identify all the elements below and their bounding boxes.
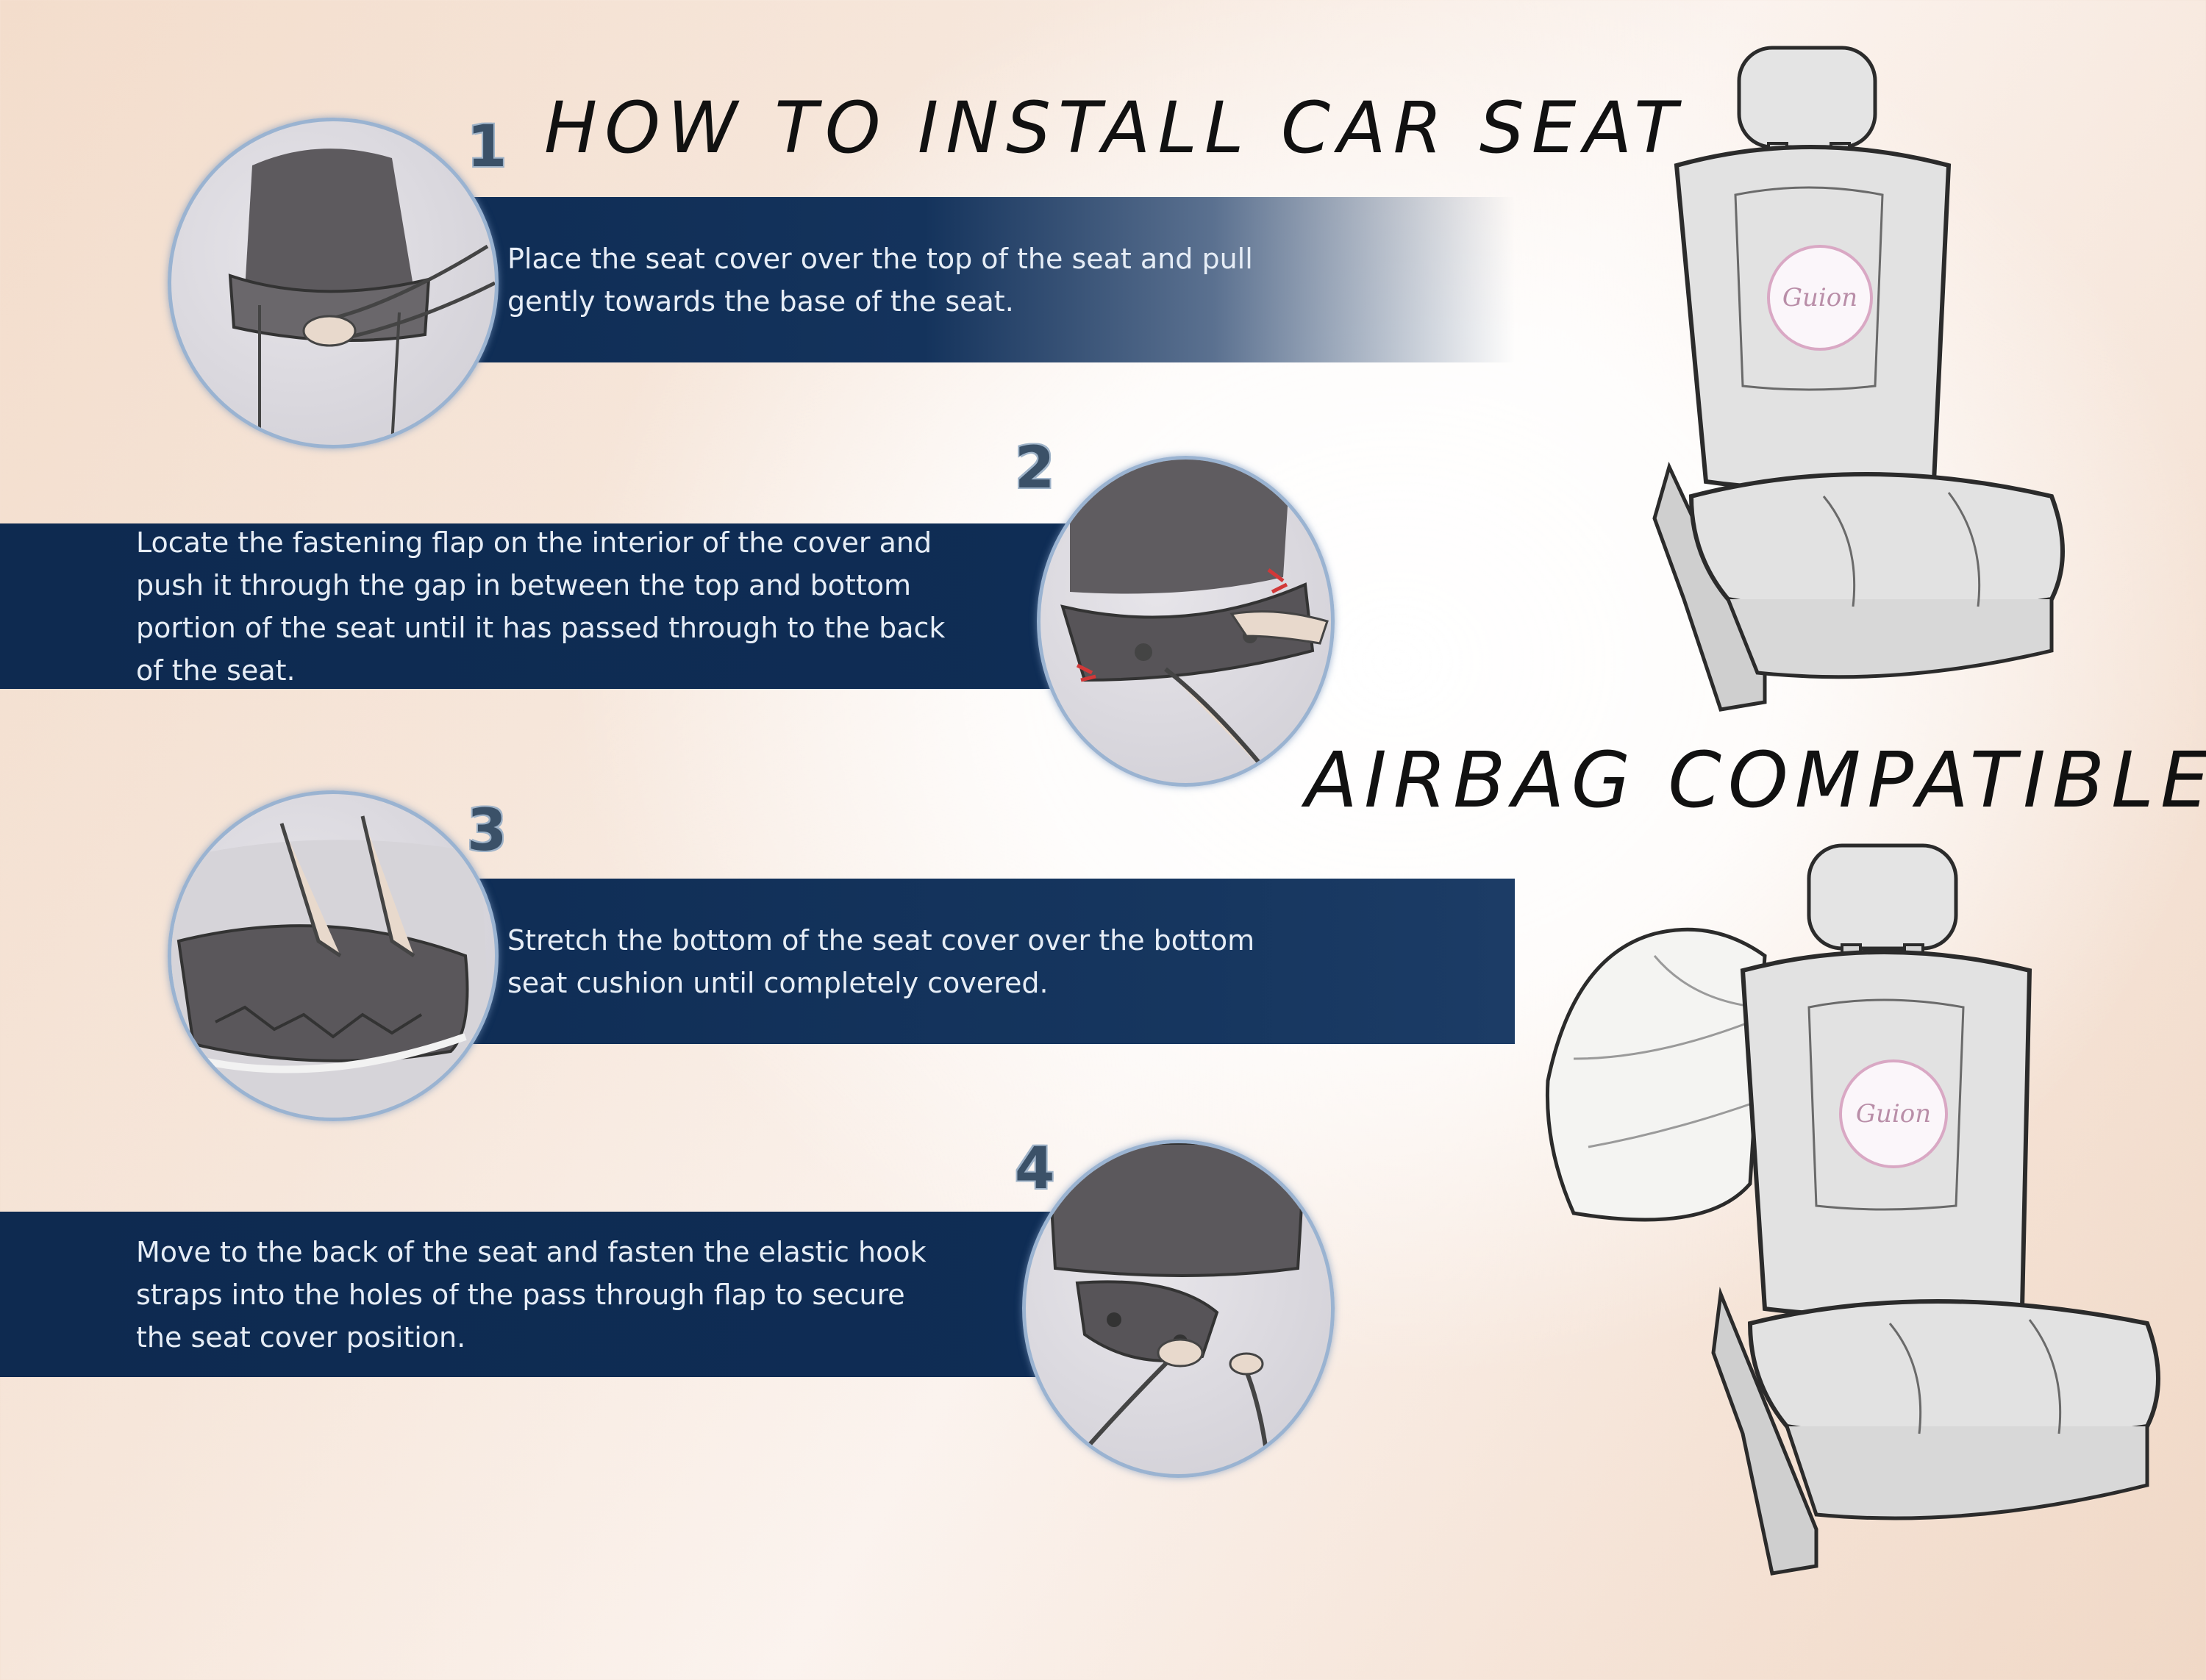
step-4-illustration	[1046, 1143, 1307, 1468]
step-2-banner: Locate the fastening flap on the interio…	[0, 523, 1066, 689]
brand-logo-2: Guion	[1855, 1099, 1932, 1129]
step-3-photo	[168, 790, 499, 1121]
step-2-text: Locate the fastening flap on the interio…	[136, 526, 946, 687]
step-3-illustration	[171, 815, 495, 1118]
step-3-number: 3	[467, 798, 507, 864]
step-4-banner: Move to the back of the seat and fasten …	[0, 1212, 1066, 1377]
brand-logo: Guion	[1782, 283, 1858, 312]
airbag-seat-illustration: Guion	[1544, 838, 2191, 1588]
step-2-number: 2	[1015, 435, 1055, 501]
step-1-banner: Place the seat cover over the top of the…	[441, 197, 1515, 362]
step-3-text: Stretch the bottom of the seat cover ove…	[507, 923, 1255, 999]
step-4-text: Move to the back of the seat and fasten …	[136, 1235, 927, 1354]
step-1-illustration	[228, 149, 495, 445]
step-1-number: 1	[467, 114, 507, 180]
step-2-illustration	[1060, 460, 1329, 783]
step-3-banner: Stretch the bottom of the seat cover ove…	[441, 879, 1515, 1044]
seat-illustration: Guion	[1640, 40, 2110, 717]
airbag-title: AIRBAG COMPATIBLE	[1305, 735, 2206, 825]
step-1-text: Place the seat cover over the top of the…	[507, 242, 1253, 318]
page-title: HOW TO INSTALL CAR SEAT	[544, 87, 1685, 169]
step-2-photo	[1037, 456, 1335, 787]
step-4-photo	[1022, 1140, 1335, 1478]
step-1-photo	[168, 118, 499, 448]
step-4-number: 4	[1015, 1136, 1055, 1202]
